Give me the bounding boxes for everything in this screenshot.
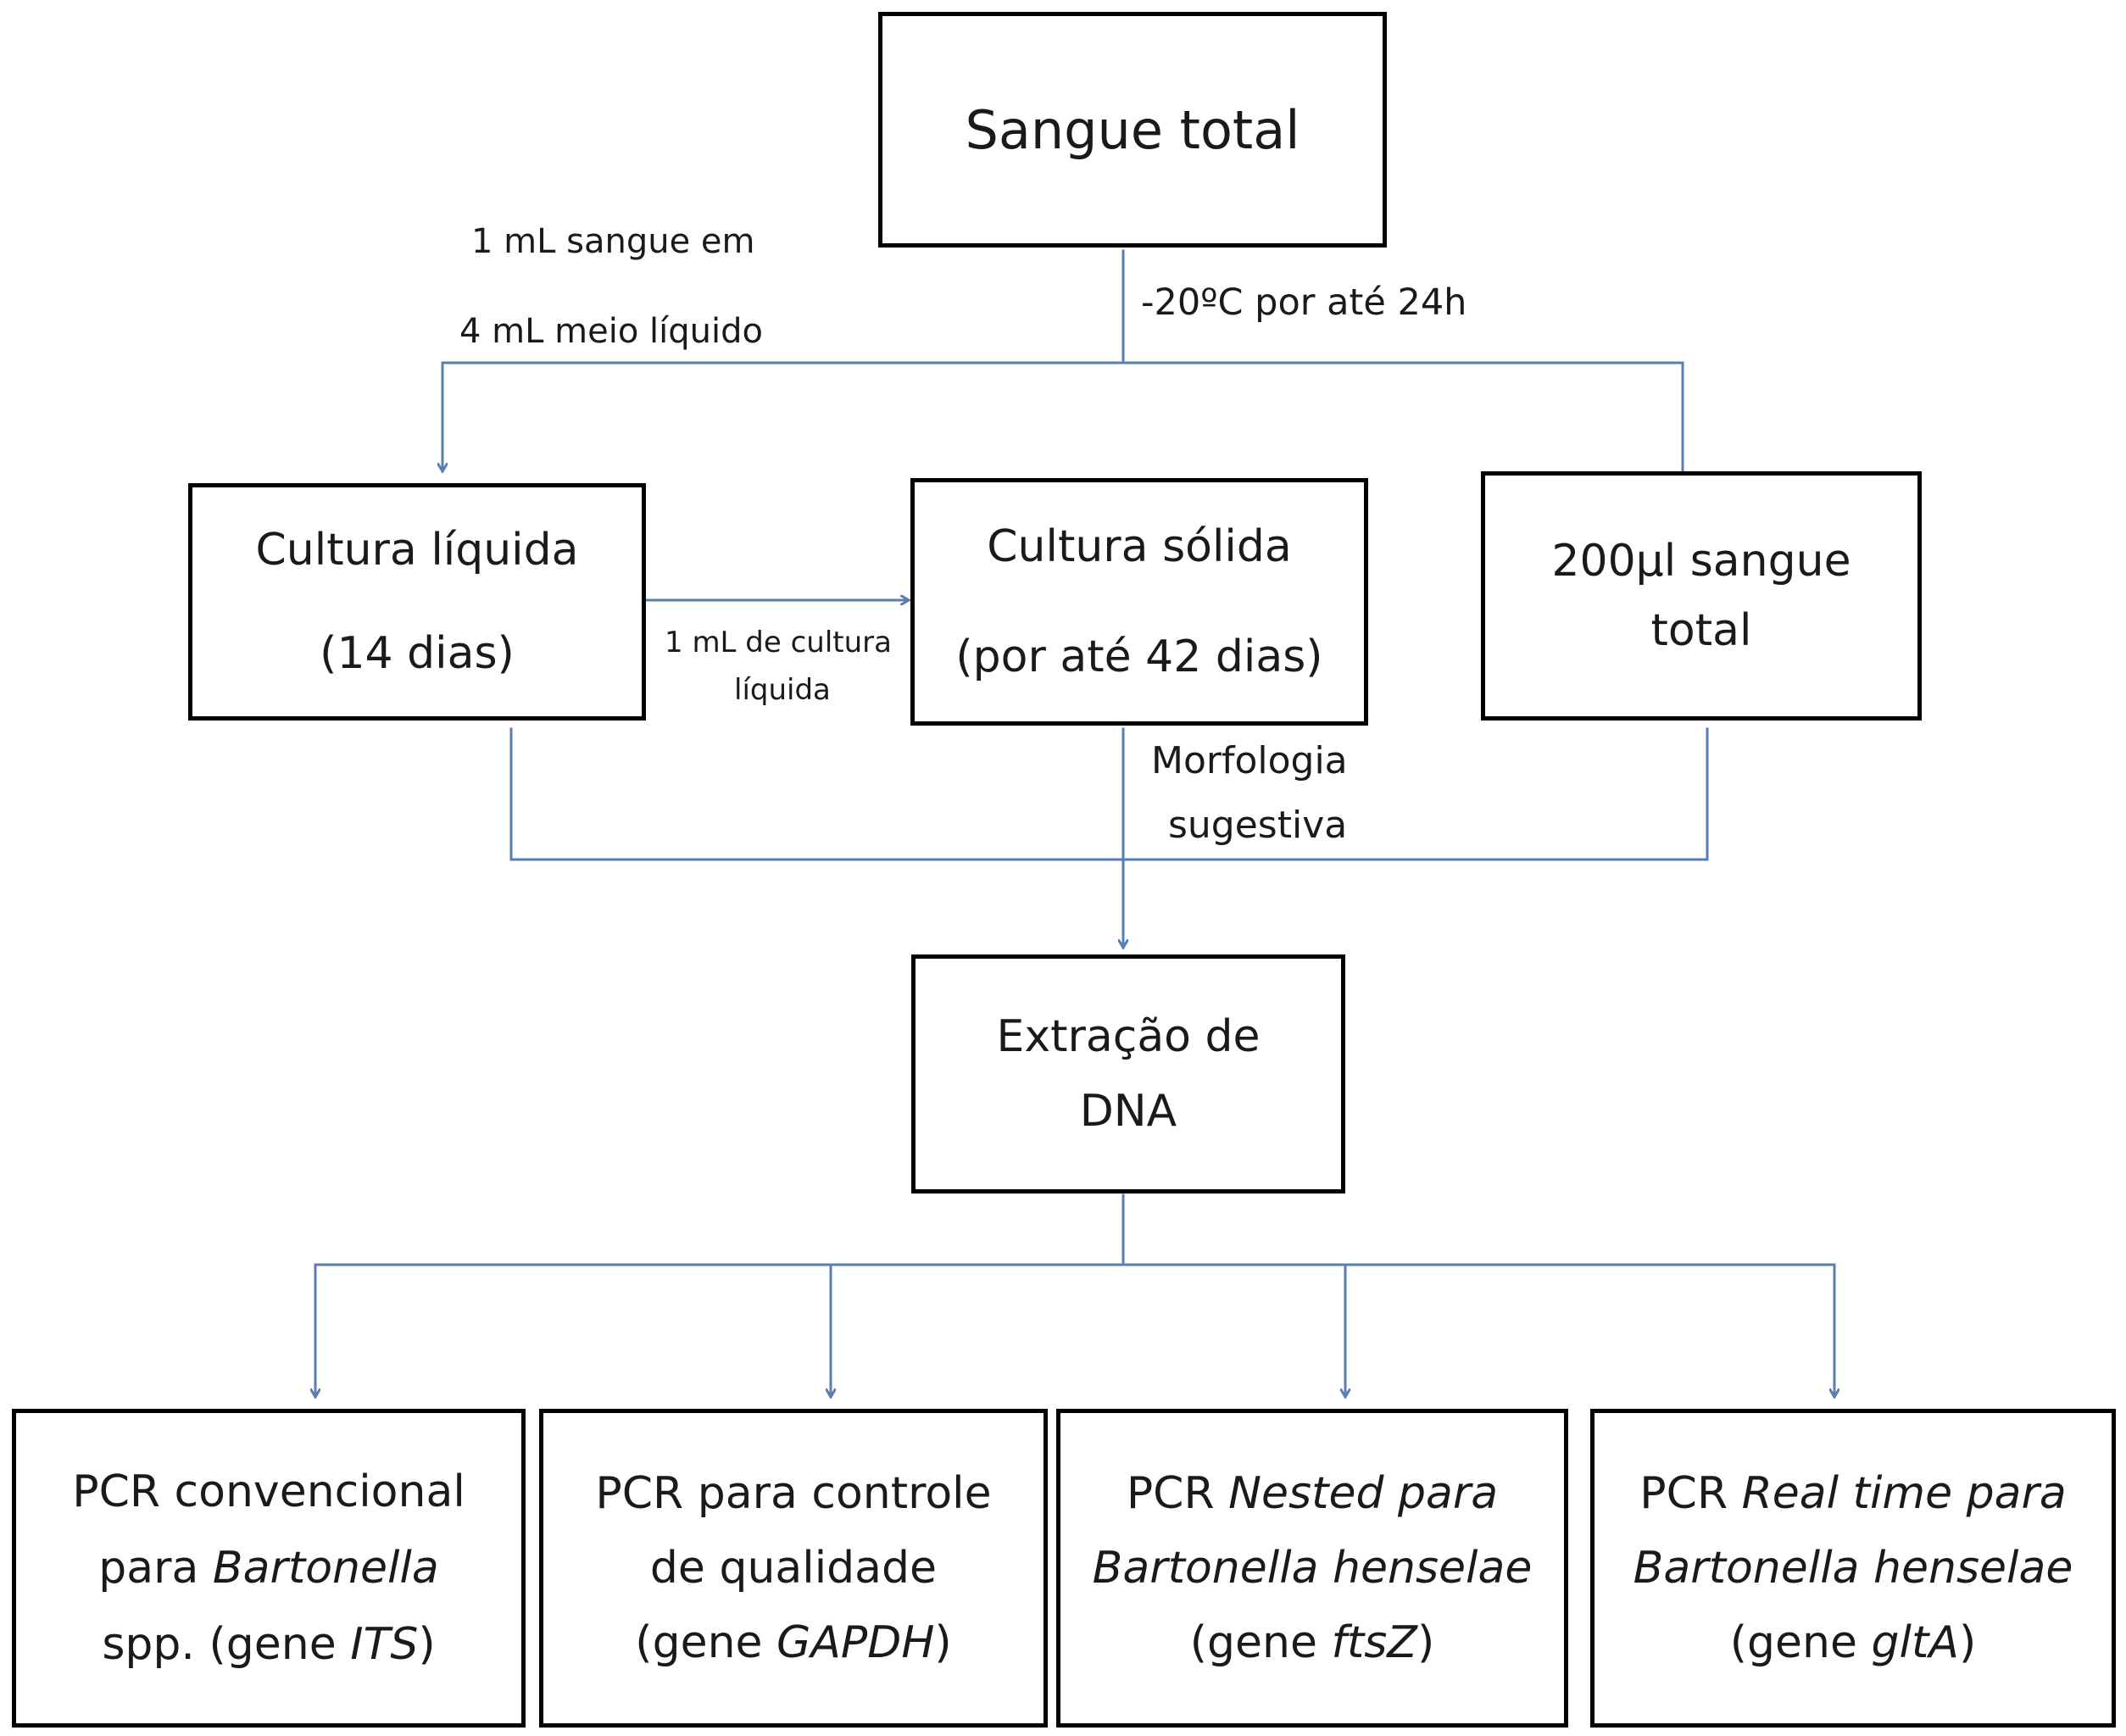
edge-label-freeze: -20ºC por até 24h xyxy=(1141,281,1467,324)
edge-label-transfer-2: líquida xyxy=(734,673,831,707)
node-cultura-liquida-duration: (14 dias) xyxy=(320,628,515,679)
edge-label-morphology-1: Morfologia xyxy=(1151,739,1348,782)
edge-label-transfer-1: 1 mL de cultura xyxy=(665,626,892,659)
node-sangue-200: 200µl sangue total xyxy=(1481,471,1922,721)
node-extracao-dna: Extração de DNA xyxy=(911,954,1345,1194)
node-cultura-liquida-title: Cultura líquida xyxy=(255,525,579,576)
edge-label-inoculation-2: 4 mL meio líquido xyxy=(459,312,763,351)
edge-label-morphology-2: sugestiva xyxy=(1168,804,1348,847)
node-cultura-solida-duration: (por até 42 dias) xyxy=(955,632,1323,682)
node-cultura-liquida: Cultura líquida (14 dias) xyxy=(188,483,646,721)
node-pcr-gapdh: PCR para controle de qualidade (gene GAP… xyxy=(539,1409,1048,1728)
node-pcr-nested: PCR Nested para Bartonella henselae (gen… xyxy=(1056,1409,1568,1728)
node-cultura-solida-title: Cultura sólida xyxy=(987,521,1292,572)
node-pcr-its: PCR convencional para Bartonella spp. (g… xyxy=(12,1409,526,1728)
edge-label-inoculation-1: 1 mL sangue em xyxy=(471,222,755,261)
node-pcr-realtime: PCR Real time para Bartonella henselae (… xyxy=(1590,1409,2116,1728)
node-sangue-total: Sangue total xyxy=(878,12,1387,248)
node-cultura-solida: Cultura sólida (por até 42 dias) xyxy=(910,478,1368,726)
